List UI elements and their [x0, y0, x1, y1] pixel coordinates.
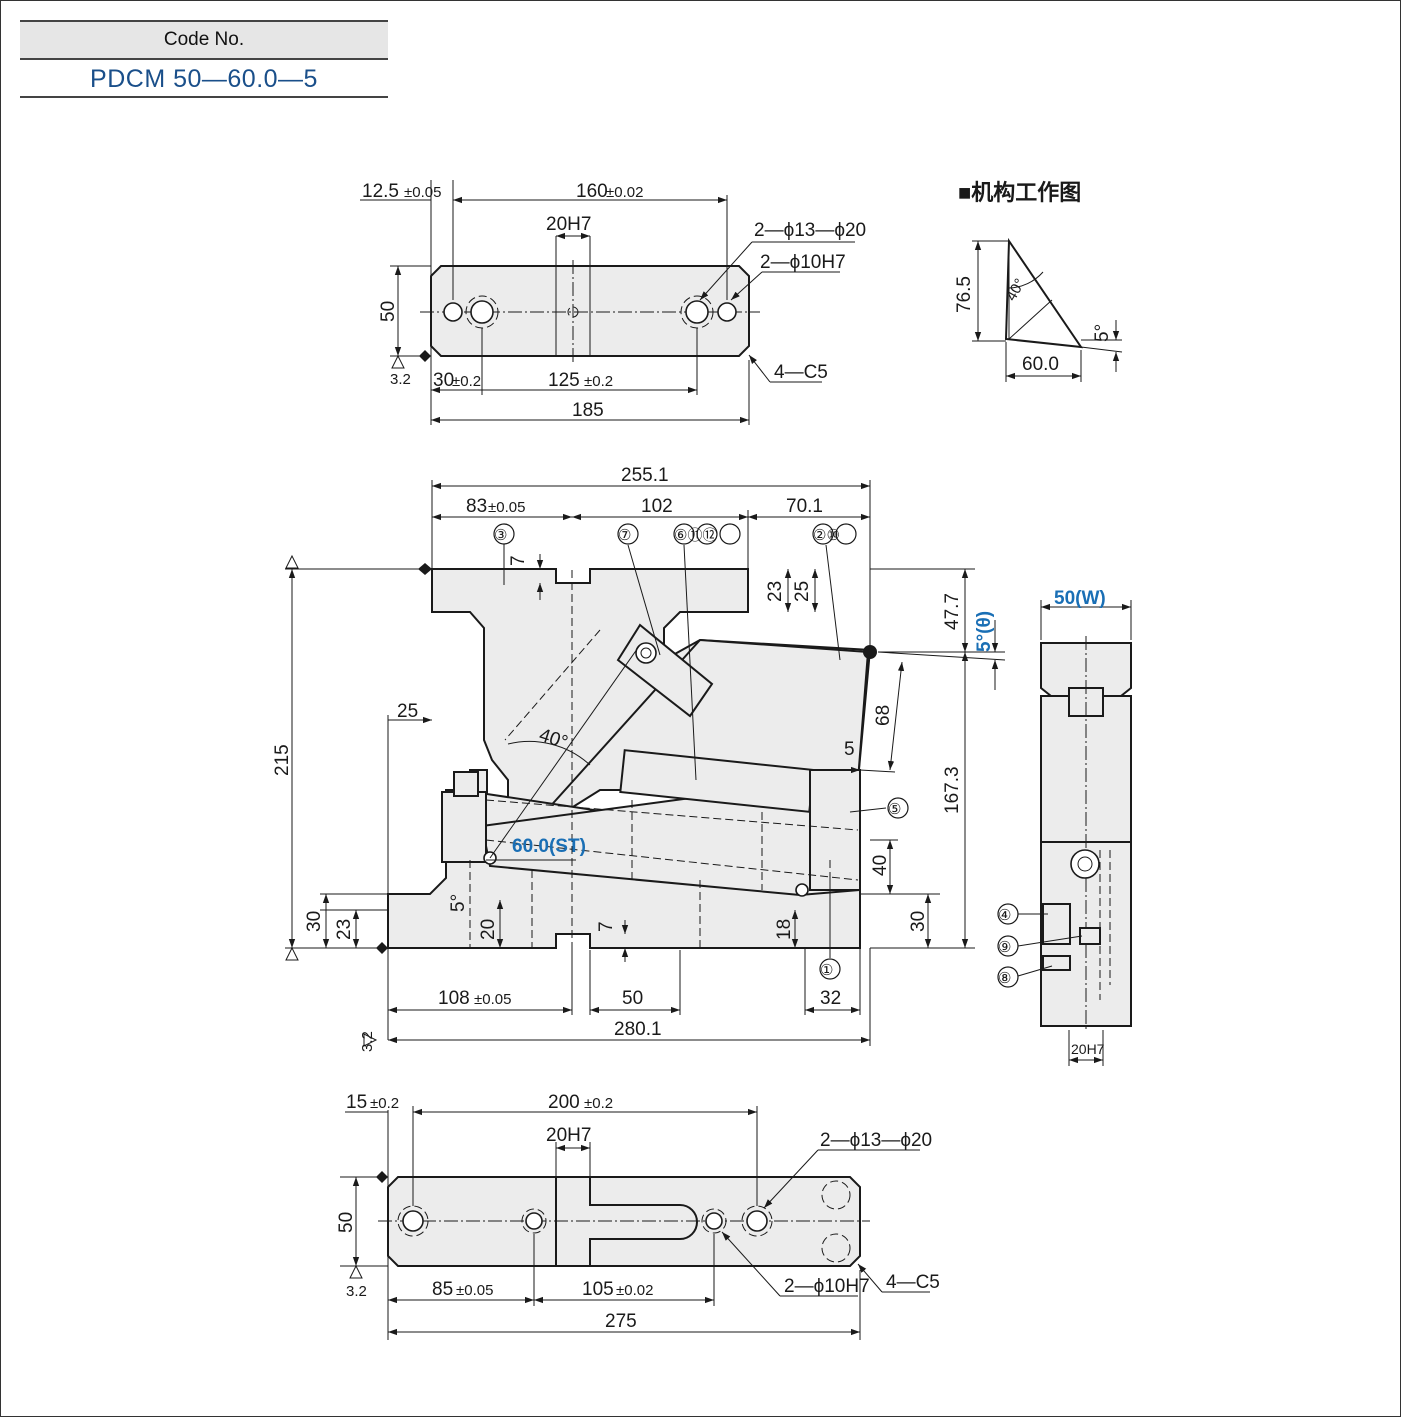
- front-view: 255.1 83 ±0.05 102 70.1 ③ ⑦ ⑥⑪⑫ ②⑩ ⑤ ① 2…: [272, 465, 1006, 1052]
- mechanism-length: 60.0: [1022, 354, 1059, 375]
- mechanism-title: ■机构工作图: [958, 180, 1081, 205]
- front-width-left: 83: [466, 496, 487, 517]
- top-bolt-hole-right: [685, 300, 709, 324]
- bottom-holes-b: 2—ϕ10H7: [784, 1276, 870, 1297]
- bottom-view: 15 ±0.2 200 ±0.2 20H7 2—ϕ13—ϕ20 2—ϕ10H7 …: [336, 1092, 940, 1340]
- mechanism-diagram: ■机构工作图 76.5 60.0 40° 5°: [954, 180, 1123, 382]
- bottom-roughness: 3.2: [346, 1283, 367, 1300]
- front-width-right: 70.1: [786, 496, 823, 517]
- return-block: [809, 769, 861, 891]
- code-label: Code No.: [20, 20, 388, 60]
- front-dim-7b: 7: [596, 921, 617, 932]
- front-base-left: 108: [438, 988, 470, 1009]
- balloon-6-11-12: ⑥⑪⑫: [674, 527, 717, 544]
- front-dim-30: 30: [304, 911, 325, 932]
- top-dim-offset2: 30: [433, 370, 454, 391]
- mechanism-angle-small: 5°: [1092, 324, 1113, 342]
- balloon-8: ⑧: [998, 970, 1011, 987]
- top-height: 50: [378, 301, 399, 322]
- top-dim-offset: 12.5: [362, 181, 399, 202]
- front-width-total: 255.1: [621, 465, 669, 486]
- balloon-4: ④: [998, 907, 1011, 924]
- front-dim-5: 5: [844, 739, 855, 760]
- bottom-dim-pitch-tol: ±0.2: [584, 1095, 613, 1112]
- bottom-dim-offset-tol: ±0.2: [370, 1095, 399, 1112]
- top-dim-offset2-tol: ±0.2: [452, 373, 481, 390]
- bottom-length: 275: [605, 1311, 637, 1332]
- code-number-box: Code No. PDCM 50—60.0—5: [20, 20, 388, 98]
- front-dim-167-3: 167.3: [942, 766, 963, 814]
- front-angle-theta: 5°(θ): [974, 611, 995, 652]
- front-roughness: 3.2: [359, 1031, 376, 1052]
- top-slot-label: 20H7: [546, 214, 591, 235]
- bottom-dim-105: 105: [582, 1279, 614, 1300]
- bottom-dim-offset: 15: [346, 1092, 367, 1113]
- top-dim-offset-tol: ±0.05: [404, 184, 441, 201]
- bottom-holes-a: 2—ϕ13—ϕ20: [820, 1130, 932, 1151]
- front-dim-25-left: 25: [397, 701, 418, 722]
- bottom-dim-105-tol: ±0.02: [616, 1282, 653, 1299]
- front-stroke: 60.0(ST): [512, 836, 586, 857]
- top-holes-a-label: 2—ϕ13—ϕ20: [754, 220, 866, 241]
- top-chamfer: 4—C5: [774, 362, 828, 383]
- balloon-7: ⑦: [618, 527, 631, 544]
- top-roughness: 3.2: [390, 371, 411, 388]
- front-base-mid: 50: [622, 988, 643, 1009]
- front-dim-20: 20: [478, 919, 499, 940]
- front-angle-5: 5°: [448, 894, 469, 912]
- top-dim-pitch2-tol: ±0.2: [584, 373, 613, 390]
- bottom-chamfer: 4—C5: [886, 1272, 940, 1293]
- stopper-block: [441, 791, 487, 863]
- balloon-3: ③: [494, 527, 507, 544]
- bottom-dim-pitch: 200: [548, 1092, 580, 1113]
- side-width: 50(W): [1054, 588, 1106, 609]
- front-dim-18: 18: [774, 919, 795, 940]
- front-width-mid: 102: [641, 496, 673, 517]
- stopper-bolt: [453, 771, 479, 797]
- balloon-9: ⑨: [998, 939, 1011, 956]
- side-slot: 20H7: [1071, 1041, 1105, 1057]
- front-dim-23b: 23: [334, 919, 355, 940]
- top-holes-b-label: 2—ϕ10H7: [760, 252, 846, 273]
- top-pin-hole-right: [717, 302, 737, 322]
- balloon-5: ⑤: [888, 801, 901, 818]
- top-dim-pitch2: 125: [548, 370, 580, 391]
- front-width-left-tol: ±0.05: [488, 499, 525, 516]
- bottom-slot: 20H7: [546, 1125, 591, 1146]
- front-dim-47-7: 47.7: [942, 593, 963, 630]
- code-value: PDCM 50—60.0—5: [20, 60, 388, 98]
- balloon-1: ①: [820, 962, 833, 979]
- top-view: 12.5 ±0.05 160 ±0.02 20H7 2—ϕ13—ϕ20 2—ϕ1…: [360, 180, 866, 425]
- front-dim-68: 68: [873, 705, 894, 726]
- bottom-dim-85: 85: [432, 1279, 453, 1300]
- side-view: 50(W) 20H7 ④ ⑨ ⑧: [997, 588, 1132, 1066]
- top-dim-pitch: 160: [576, 181, 608, 202]
- bottom-dim-85-tol: ±0.05: [456, 1282, 493, 1299]
- front-base-total: 280.1: [614, 1019, 662, 1040]
- bottom-height: 50: [336, 1212, 357, 1233]
- front-dim-40: 40: [870, 855, 891, 876]
- balloon-2-10: ②⑩: [813, 527, 840, 544]
- front-base-right: 32: [820, 988, 841, 1009]
- front-base-left-tol: ±0.05: [474, 991, 511, 1008]
- top-bolt-hole-left: [470, 300, 494, 324]
- front-dim-25: 25: [792, 581, 813, 602]
- front-dim-30-right: 30: [908, 911, 929, 932]
- top-dim-pitch-tol: ±0.02: [606, 184, 643, 201]
- top-length: 185: [572, 400, 604, 421]
- top-pin-hole-left: [443, 302, 463, 322]
- mechanism-height: 76.5: [954, 276, 975, 313]
- front-height-total: 215: [272, 744, 293, 776]
- front-dim-23: 23: [765, 581, 786, 602]
- front-dim-7-top: 7: [508, 555, 529, 566]
